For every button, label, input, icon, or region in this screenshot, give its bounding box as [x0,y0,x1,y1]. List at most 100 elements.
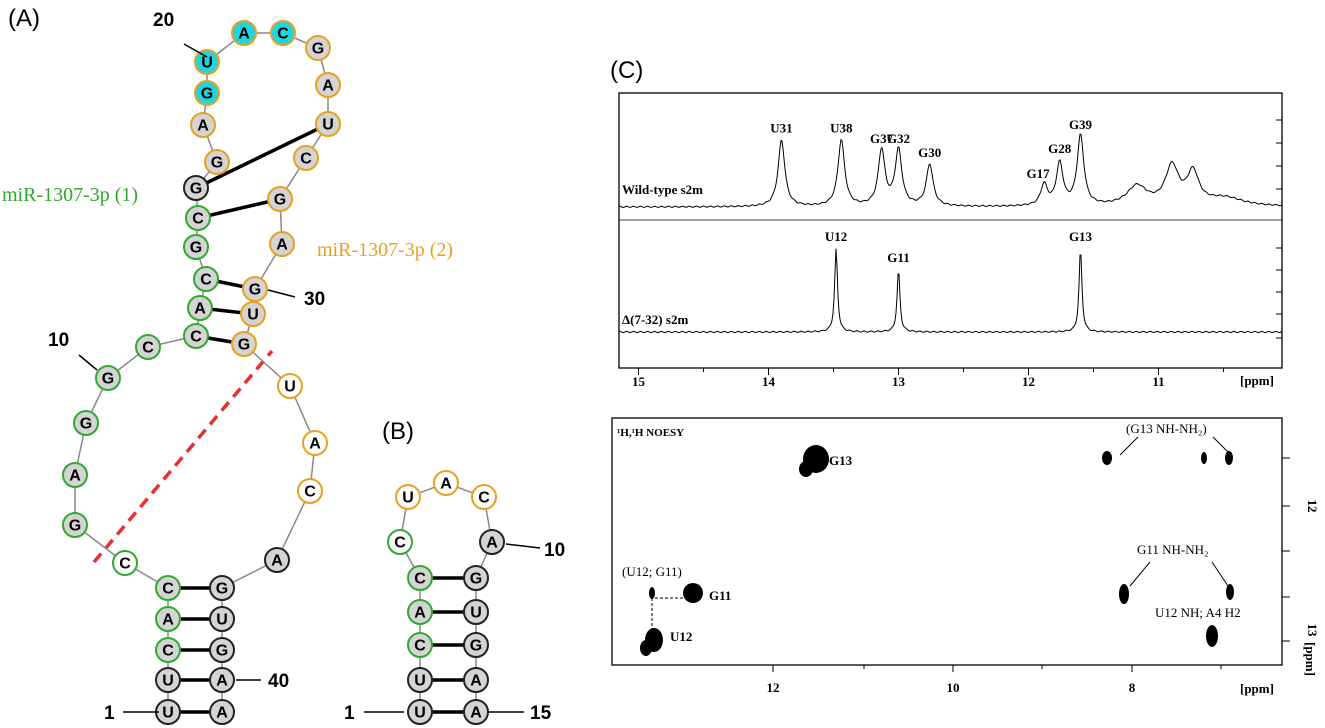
peak-u12-g11 [649,587,655,599]
nucleotide-27: C [293,145,319,171]
trace-delta [618,248,1283,334]
nucleotide-15: A [463,699,489,725]
base-pair-bond [195,122,329,190]
nucleotide-circle [183,234,209,260]
peak-label: G11 [887,250,909,265]
noesy-ytick-13: 13 [1305,624,1320,638]
nucleotide-base: C [394,535,406,552]
annot-u12-a4h2: U12 NH; A4 H2 [1155,605,1241,620]
nucleotide-base: A [309,436,321,453]
nucleotide-circle [62,462,88,488]
nucleotide-base: G [190,240,202,257]
nucleotide-11: C [135,334,161,360]
peak-g13-nh2-c [1225,451,1233,465]
nucleotide-5: C [155,575,181,601]
nucleotide-circle [155,575,181,601]
nucleotide-11: G [463,565,489,591]
nucleotide-12: U [463,599,489,625]
nucleotide-41: A [209,699,235,725]
noesy-panel: ¹H,¹H NOESY G13 G11 U12 (G13 NH-NH₂) G11… [611,417,1320,696]
nucleotide-base: C [277,26,289,43]
peak-label: U38 [830,121,853,136]
nucleotide-circle [209,637,235,663]
nucleotide-circle [270,20,296,46]
nucleotide-base: C [190,329,202,346]
peak-label: U12 [825,229,847,244]
nucleotide-base: A [216,673,228,690]
nucleotide-circle [297,478,323,504]
nucleotide-base: G [249,282,261,299]
number-40: 40 [268,671,289,692]
nucleotide-39: G [209,637,235,663]
peak-u12-diagonal-tail [640,640,652,656]
trace-label-wild-type: Wild-type s2m [622,182,703,197]
nucleotide-30: G [242,276,268,302]
nucleotide-circle [242,276,268,302]
annot-g11-nh2: G11 NH-NH₂ [1137,542,1209,557]
nucleotide-base: G [102,371,114,388]
nucleotide-base: C [119,556,131,573]
nucleotide-12: C [183,323,209,349]
nucleotide-4: A [155,606,181,632]
spectra-ppm-unit: [ppm] [1240,373,1274,388]
nucleotide-circle [231,20,257,46]
nucleotide-16: C [185,205,211,231]
nucleotide-26: U [315,111,341,137]
nucleotide-base: U [414,705,426,722]
nucleotide-base: A [238,26,250,43]
nucleotide-6: C [112,550,138,576]
nucleotide-base: G [201,86,213,103]
nucleotide-23: C [270,20,296,46]
nucleotide-circle [433,470,459,496]
noesy-title: ¹H,¹H NOESY [617,427,684,439]
leader-g13-left [1119,436,1139,456]
nucleotide-3: C [407,632,433,658]
nucleotide-21: U [194,49,220,75]
nucleotide-base: C [304,484,316,501]
annot-g13-nh2: (G13 NH-NH₂) [1126,421,1207,436]
nucleotide-base: U [216,612,228,629]
mir1-label: miR-1307-3p (1) [2,184,138,206]
nucleotide-29: A [269,231,295,257]
peak-label: G37 [870,131,894,146]
nucleotide-base: G [190,181,202,198]
peak-label: U31 [770,121,792,136]
nucleotide-circle [190,112,216,138]
nucleotide-2: U [155,667,181,693]
nucleotide-circle [264,547,290,573]
nucleotide-base: A [162,612,174,629]
nucleotide-circle [183,323,209,349]
nucleotide-base: A [322,78,334,95]
nucleotide-base: C [414,638,426,655]
nucleotide-circle [315,111,341,137]
noesy-frame [611,417,1283,666]
nucleotide-circle [407,565,433,591]
nucleotide-22: A [231,20,257,46]
peak-u12-a4h2 [1206,625,1218,647]
nucleotide-13: A [187,295,213,321]
nucleotide-circle [231,331,257,357]
nucleotide-10: G [95,365,121,391]
noesy-crosspeaks [640,445,1234,656]
nucleotide-base: C [162,643,174,660]
nucleotide-base: A [276,237,288,254]
panel-label-b: (B) [382,418,414,445]
nucleotide-13: G [463,632,489,658]
noesy-ytick-12: 12 [1305,500,1320,513]
nucleotide-8: A [62,462,88,488]
peak-g13-nh2-b [1201,452,1207,464]
leader-g11-left [1129,561,1151,587]
nucleotide-circle [194,80,220,106]
noesy-xtick-10: 10 [947,680,960,695]
nucleotide-base: A [194,301,206,318]
number-10: 10 [48,330,69,351]
nucleotide-circle [194,49,220,75]
nucleotide-circle [209,699,235,725]
nucleotide-base: G [312,41,324,58]
panel-label-c: (C) [610,57,643,84]
nucleotide-base: G [80,416,92,433]
nucleotide-base: A [271,553,283,570]
